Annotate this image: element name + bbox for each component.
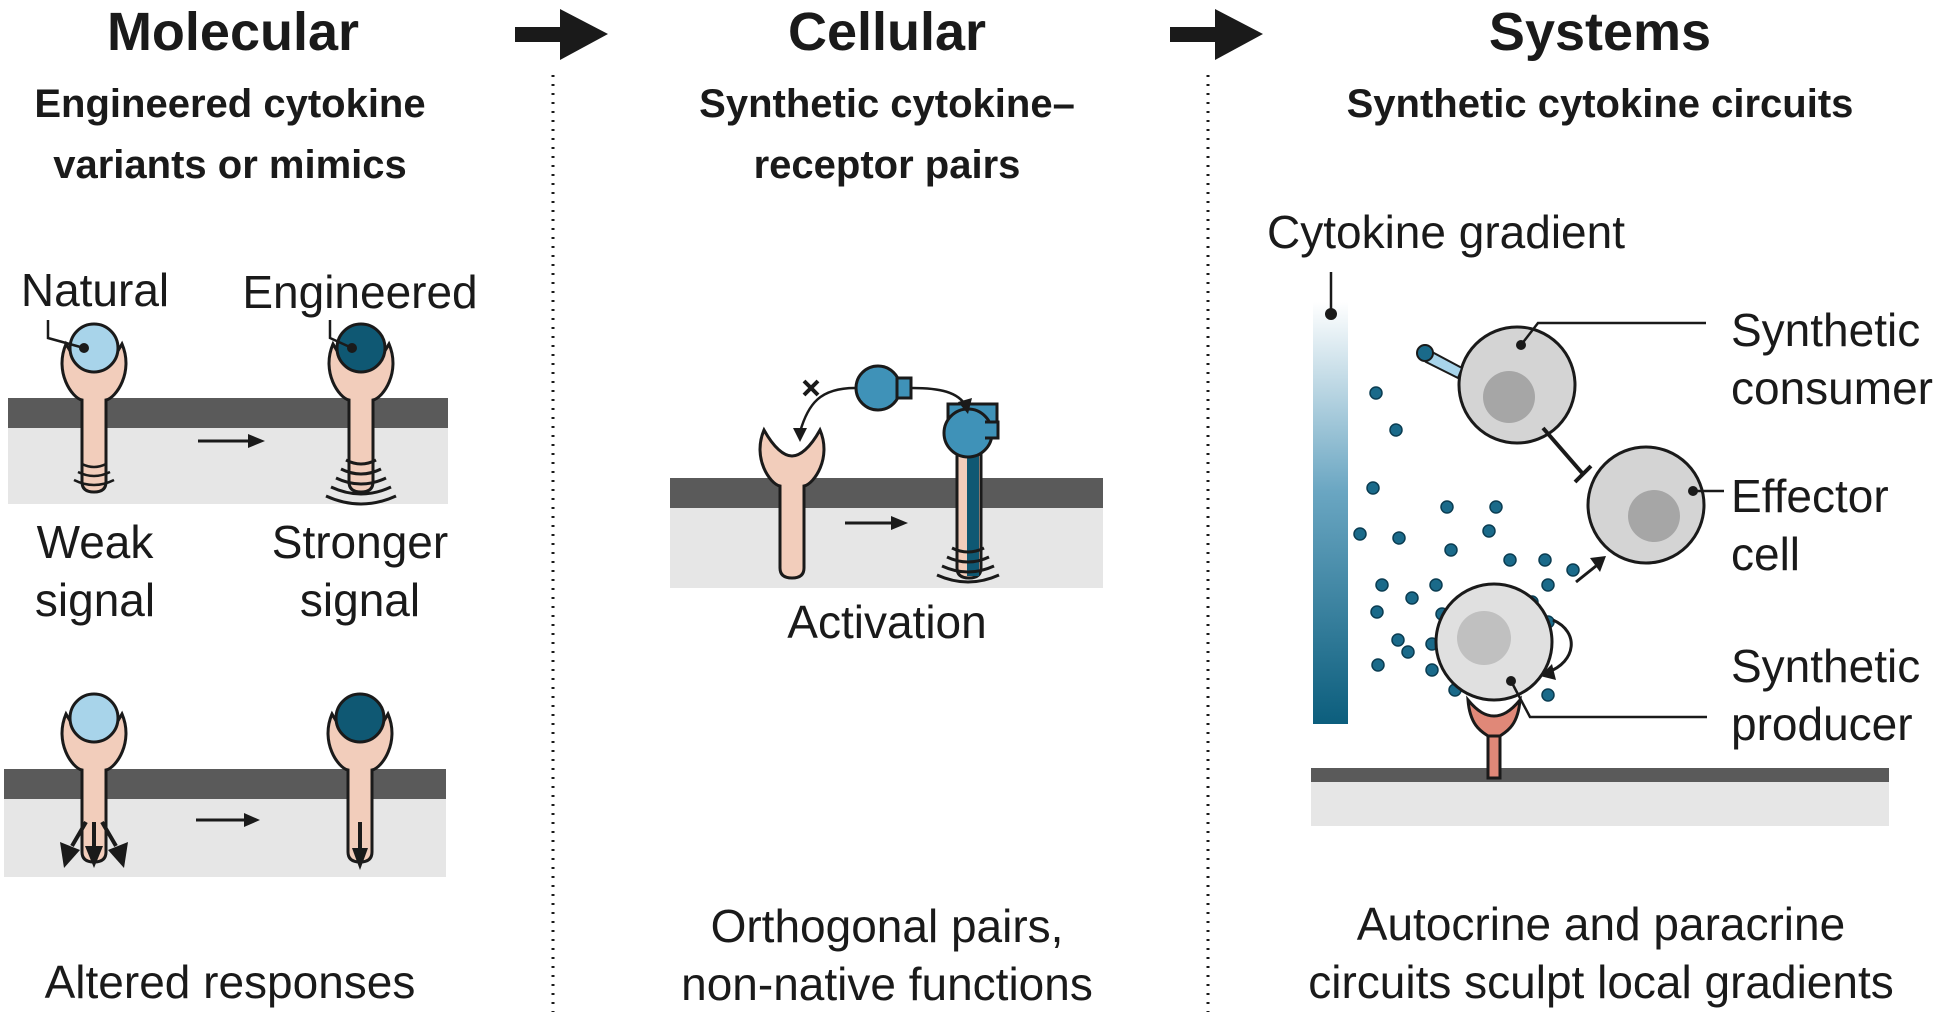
synthetic-consumer-cell (1416, 325, 1577, 445)
cellular-caption-line1: Orthogonal pairs, (711, 900, 1064, 952)
engineered-label: Engineered (242, 266, 477, 318)
producer-receptor (1466, 695, 1522, 780)
engineered-leader-dot (347, 343, 357, 353)
consumer-leader-line (1520, 321, 1706, 346)
effector-cell (1586, 445, 1706, 565)
synthetic-producer-cell (1434, 582, 1554, 702)
right-arrow-icon (196, 813, 260, 827)
free-synthetic-cytokine (854, 364, 913, 412)
x-icon (802, 379, 820, 397)
autocrine-arrow (1547, 618, 1573, 674)
right-arrow-icon (1170, 9, 1263, 60)
paracrine-arrowhead (1590, 556, 1606, 572)
consumer-label-line1: Synthetic (1731, 304, 1920, 356)
natural-leader-line (46, 320, 85, 350)
molecular-subtitle-line1: Engineered cytokine (34, 82, 425, 126)
stronger-label-line1: Stronger (272, 516, 448, 568)
systems-caption-line1: Autocrine and paracrine (1357, 898, 1845, 950)
strong-signal-waves (325, 458, 397, 506)
molecular-title: Molecular (107, 2, 359, 62)
inhibition-line (1541, 426, 1593, 484)
weak-label-line1: Weak (37, 516, 155, 568)
right-arrow-icon (845, 516, 908, 530)
multiple-output-arrows-icon (60, 820, 128, 868)
paracrine-arrow (1575, 564, 1597, 584)
consumer-label-line2: consumer (1731, 362, 1933, 414)
molecular-caption: Altered responses (45, 956, 416, 1008)
producer-label-line2: producer (1731, 698, 1913, 750)
weak-label-line2: signal (35, 574, 155, 626)
blocked-arrowhead (793, 428, 807, 442)
right-arrow-icon (198, 434, 265, 448)
effector-label-line1: Effector (1731, 470, 1889, 522)
gradient-leader-dot (1325, 308, 1337, 320)
natural-cytokine-2 (68, 692, 120, 744)
engineered-cytokine-2 (334, 692, 386, 744)
systems-subtitle: Synthetic cytokine circuits (1347, 82, 1854, 126)
weak-signal-waves (73, 462, 115, 487)
engineered-leader-line (328, 320, 353, 350)
natural-cytokine (68, 322, 120, 374)
cellular-membrane (670, 478, 1103, 588)
cellular-subtitle-line2: receptor pairs (754, 143, 1021, 187)
bound-synthetic-cytokine (942, 407, 994, 459)
cytokine-gradient-bar (1313, 302, 1348, 724)
producer-leader-line (1509, 680, 1707, 719)
single-output-arrow-icon (352, 822, 368, 870)
autocrine-arrowhead (1540, 664, 1556, 680)
cellular-title: Cellular (788, 2, 986, 62)
activation-label: Activation (787, 596, 986, 648)
molecular-subtitle-line2: variants or mimics (53, 143, 407, 187)
systems-membrane (1311, 768, 1889, 826)
systems-caption-line2: circuits sculpt local gradients (1308, 956, 1893, 1008)
effector-label-line2: cell (1731, 528, 1800, 580)
activation-signal-waves (936, 546, 1000, 584)
systems-title: Systems (1489, 2, 1711, 62)
binding-arrowhead (958, 398, 972, 414)
membrane-top (8, 398, 448, 504)
bound-cytokine-tab (985, 420, 1000, 440)
blocked-binding-path (798, 386, 856, 433)
stronger-label-line2: signal (300, 574, 420, 626)
cellular-caption-line2: non-native functions (681, 958, 1093, 1010)
right-arrow-icon (515, 9, 608, 60)
engineered-cytokine (335, 322, 387, 374)
natural-label: Natural (21, 264, 169, 316)
natural-leader-dot (79, 343, 89, 353)
cellular-subtitle-line1: Synthetic cytokine– (699, 82, 1075, 126)
gradient-label: Cytokine gradient (1267, 206, 1625, 258)
producer-label-line1: Synthetic (1731, 640, 1920, 692)
